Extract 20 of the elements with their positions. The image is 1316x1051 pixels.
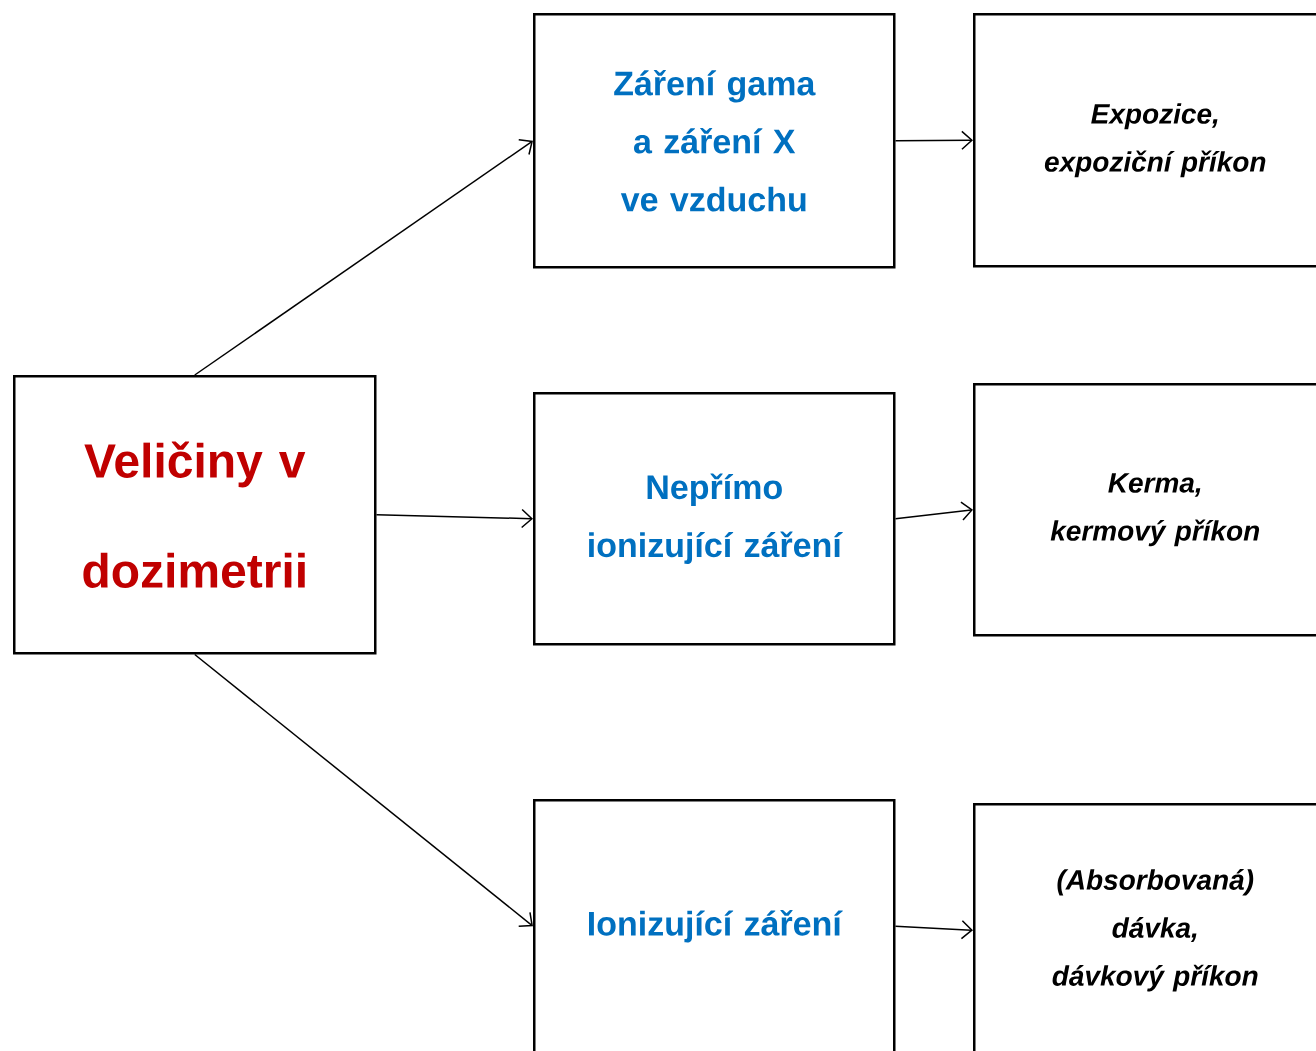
arrow	[894, 501, 973, 521]
box-label: Nepřímo ionizující záření	[589, 473, 843, 564]
box-label: Veličiny v dozimetrii	[83, 441, 306, 588]
title-box	[13, 375, 377, 655]
box-label: Ionizující záření	[589, 910, 843, 943]
quantity-box	[973, 13, 1316, 268]
box-label: (Absorbovaná) dávka, dávkový příkon	[1052, 869, 1258, 992]
quantity-box	[973, 803, 1316, 1051]
category-box	[533, 392, 896, 646]
quantity-box	[973, 383, 1316, 637]
arrow	[194, 138, 533, 376]
category-box	[533, 13, 896, 269]
box-label: Expozice, expoziční příkon	[1044, 103, 1266, 178]
box-label: Kerma, kermový příkon	[1050, 473, 1260, 547]
box-label: Záření gama a záření X ve vzduchu	[614, 69, 816, 212]
arrow	[375, 508, 533, 529]
arrow	[894, 130, 973, 151]
arrow	[194, 653, 533, 928]
arrow	[894, 919, 973, 940]
category-box	[533, 799, 896, 1051]
